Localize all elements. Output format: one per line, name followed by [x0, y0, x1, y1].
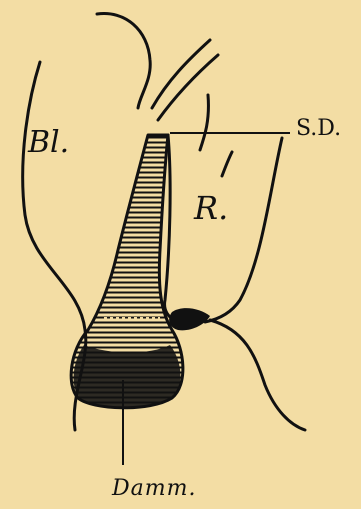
duct-bulb-shading	[74, 345, 181, 408]
lower-right-line	[210, 320, 305, 430]
label-bl: Bl.	[28, 128, 69, 158]
junction-blob	[169, 308, 210, 330]
label-damm: Damm.	[112, 478, 196, 500]
label-r: R.	[194, 192, 228, 224]
upper-branch-line	[97, 13, 150, 108]
diagonal-branch-outer	[152, 40, 210, 108]
label-sd: S.D.	[296, 118, 341, 140]
